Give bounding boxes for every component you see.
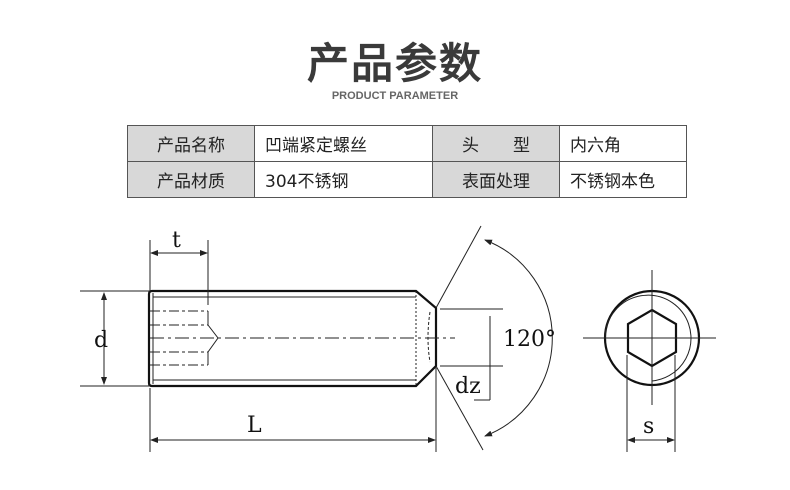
label-dz: dz <box>455 374 481 399</box>
dimension-t: t <box>149 228 209 305</box>
screw-side-view <box>147 289 455 388</box>
socket-hidden-lines <box>150 310 208 366</box>
dimension-L: L <box>149 368 437 452</box>
label-d: d <box>94 328 108 353</box>
page-title: 产品参数 <box>306 39 483 88</box>
dimension-angle: 120° <box>435 225 556 451</box>
label-cell: 产品名称 <box>127 125 255 162</box>
spec-table: 产品名称 凹端紧定螺丝 头 型 内六角 产品材质 304不锈钢 表面处理 不锈钢… <box>127 125 687 198</box>
label-angle: 120° <box>503 327 556 352</box>
label-cell: 产品材质 <box>127 161 255 198</box>
value-cell: 304不锈钢 <box>254 161 433 198</box>
dimension-d: d <box>80 290 150 387</box>
dimension-dz: dz <box>440 308 503 401</box>
label-cell: 头 型 <box>432 125 560 162</box>
value-cell: 内六角 <box>559 125 687 162</box>
value-cell: 凹端紧定螺丝 <box>254 125 433 162</box>
page-subtitle: PRODUCT PARAMETER <box>331 90 459 102</box>
screw-end-view: s <box>583 270 716 452</box>
label-s: s <box>643 414 654 439</box>
label-cell: 表面处理 <box>432 161 560 198</box>
label-L: L <box>247 413 262 438</box>
value-cell: 不锈钢本色 <box>559 161 687 198</box>
table-row: 产品材质 304不锈钢 表面处理 不锈钢本色 <box>127 161 687 198</box>
label-t: t <box>172 228 181 253</box>
table-row: 产品名称 凹端紧定螺丝 头 型 内六角 <box>127 125 687 162</box>
